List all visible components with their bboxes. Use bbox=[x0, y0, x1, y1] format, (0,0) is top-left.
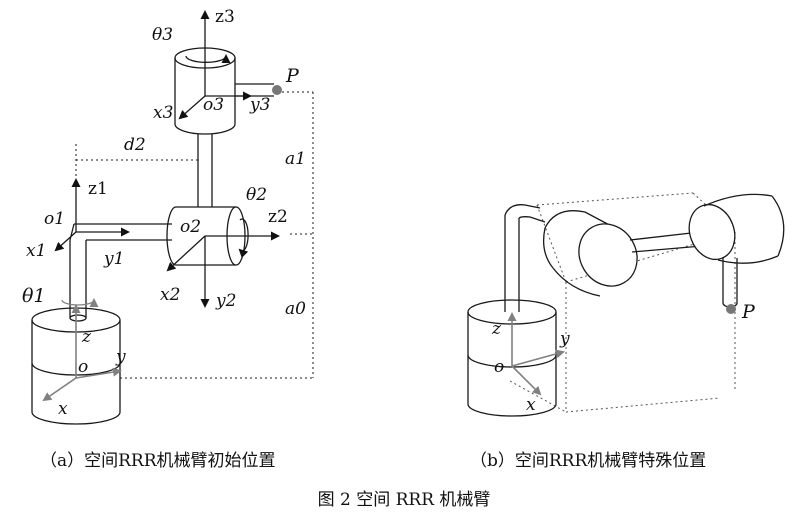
label-p-b: P bbox=[741, 301, 756, 323]
dimension-lines bbox=[75, 91, 314, 379]
panel-a-diagram bbox=[31, 10, 314, 425]
label-x1: x1 bbox=[26, 241, 46, 261]
link-1-b bbox=[504, 204, 546, 312]
label-a1: a1 bbox=[285, 149, 306, 169]
label-theta1: θ1 bbox=[22, 285, 46, 307]
label-theta3: θ3 bbox=[152, 25, 173, 45]
label-y2: y2 bbox=[215, 291, 236, 311]
o3-axes bbox=[178, 10, 252, 120]
label-o-b: o bbox=[494, 357, 504, 377]
label-z-b: z bbox=[491, 319, 502, 339]
label-z-a: z bbox=[81, 327, 92, 347]
label-o-a: o bbox=[78, 357, 88, 377]
label-x-a: x bbox=[58, 399, 68, 419]
label-y-a: y bbox=[115, 347, 126, 367]
label-o1: o1 bbox=[44, 209, 65, 229]
label-p-a: P bbox=[285, 65, 300, 87]
panel-a-labels: θ3 z3 P x3 o3 y3 d2 a1 z1 θ2 o1 o2 z2 x1… bbox=[22, 7, 306, 419]
point-p-b bbox=[726, 304, 736, 314]
joint-3-cylinder-b bbox=[688, 193, 785, 264]
label-y1: y1 bbox=[103, 249, 124, 269]
label-z3: z3 bbox=[215, 7, 235, 27]
caption-panel-b: （b）空间RRR机械臂特殊位置 bbox=[470, 451, 706, 471]
base-axes bbox=[42, 304, 122, 402]
label-o2: o2 bbox=[180, 217, 201, 237]
theta1-rotation-arrow bbox=[61, 298, 99, 308]
label-y-b: y bbox=[559, 329, 570, 349]
o2-axes bbox=[166, 231, 280, 308]
point-p-a bbox=[272, 85, 282, 95]
caption-panel-a: （a）空间RRR机械臂初始位置 bbox=[40, 451, 276, 471]
theta2-rotation-arrow bbox=[238, 218, 249, 259]
label-y3: y3 bbox=[249, 95, 270, 115]
panel-b-diagram bbox=[467, 192, 785, 417]
panel-b-labels: P z y o x bbox=[491, 301, 756, 415]
label-z1: z1 bbox=[88, 179, 108, 199]
base-axes-b bbox=[507, 312, 565, 396]
label-o3: o3 bbox=[203, 95, 224, 115]
label-d2: d2 bbox=[124, 135, 146, 155]
figure-caption: 图 2 空间 RRR 机械臂 bbox=[318, 490, 491, 510]
link-2-b bbox=[629, 231, 703, 253]
label-theta2: θ2 bbox=[246, 185, 267, 205]
label-a0: a0 bbox=[285, 299, 306, 319]
link-3 bbox=[197, 134, 213, 207]
theta3-rotation-arrow bbox=[185, 54, 231, 64]
joint-2-cylinder-b bbox=[542, 210, 638, 297]
o1-axes bbox=[54, 178, 130, 252]
label-x-b: x bbox=[526, 395, 536, 415]
label-x3: x3 bbox=[153, 103, 173, 123]
label-x2: x2 bbox=[160, 285, 180, 305]
label-z2: z2 bbox=[268, 207, 288, 227]
